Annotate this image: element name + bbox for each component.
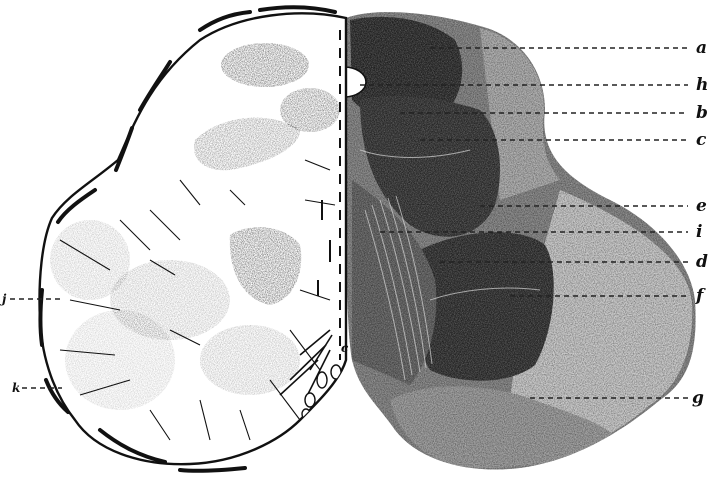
svg-text:i: i: [696, 222, 702, 242]
svg-text:h: h: [696, 75, 708, 95]
svg-text:c: c: [696, 130, 707, 150]
svg-text:a: a: [696, 38, 707, 58]
svg-text:d: d: [696, 252, 708, 272]
svg-text:b: b: [696, 103, 708, 123]
svg-text:e: e: [696, 196, 707, 216]
label-c-inner: c: [341, 341, 349, 355]
svg-text:k: k: [12, 381, 20, 395]
svg-text:g: g: [692, 388, 704, 408]
svg-text:j: j: [0, 292, 7, 306]
